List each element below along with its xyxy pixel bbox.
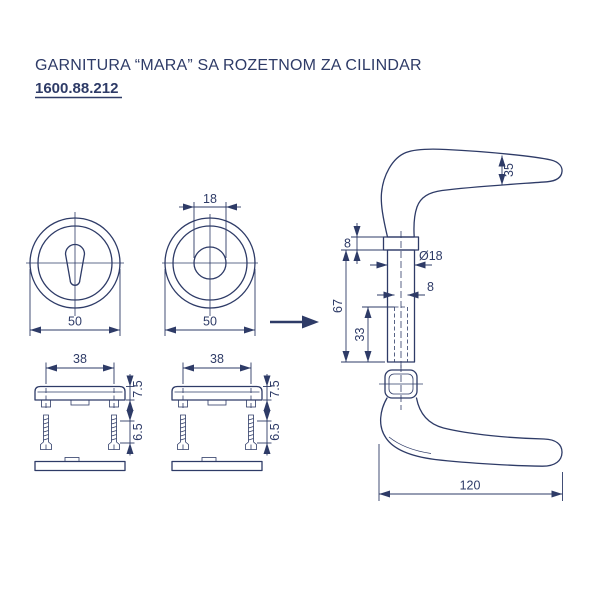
rosette-side-graphics-2 (172, 363, 272, 471)
dim-rosette1-width-50: 50 (29, 269, 121, 336)
rosette-side-view-1: 38 7.5 6.5 (35, 352, 145, 471)
title-block: GARNITURA “MARA” SA ROZETNOM ZA CILINDAR… (35, 57, 422, 99)
dim-hole-18: 18 (179, 192, 241, 258)
dim-label-7-5-right: 7.5 (268, 380, 282, 397)
dim-label-50: 50 (68, 315, 82, 329)
dim-label-35: 35 (502, 163, 516, 177)
dim-label-8-spindle: 8 (427, 280, 434, 294)
dim-label-33: 33 (353, 328, 367, 342)
dim-label-120: 120 (460, 479, 481, 493)
handle-side-view: 35 8 Ø18 8 67 33 (331, 148, 563, 371)
drawing-title: GARNITURA “MARA” SA ROZETNOM ZA CILINDAR (35, 57, 422, 74)
rosette-side-graphics-1 (35, 363, 135, 471)
handle-side-outline (380, 148, 563, 371)
rosette-side-view-2: 38 7.5 6.5 (172, 352, 282, 471)
euro-cylinder-keyhole (64, 243, 86, 286)
dim-label-d18: Ø18 (419, 249, 443, 263)
handle-top-outline (379, 365, 563, 467)
rosette-hole-front-view: 18 50 (162, 192, 258, 336)
dim-label-7-5-left: 7.5 (131, 380, 145, 397)
dim-stem-length-67: 67 (331, 249, 385, 363)
dim-stem-diameter-18: Ø18 (370, 249, 443, 269)
dim-label-8-rose: 8 (344, 237, 351, 251)
dim-label-6-5-left: 6.5 (131, 423, 145, 440)
dim-label-50b: 50 (203, 315, 217, 329)
dim-label-38-right: 38 (210, 352, 224, 366)
rosette-cylinder-outline (26, 212, 124, 316)
dim-spindle-depth-33: 33 (353, 306, 395, 362)
assembly-arrow-icon (270, 315, 319, 329)
dim-label-67: 67 (331, 299, 345, 313)
dim-grip-height-35: 35 (498, 155, 516, 185)
dim-label-6-5-right: 6.5 (268, 423, 282, 440)
handle-top-view: 120 (378, 365, 563, 501)
dim-label-38-left: 38 (73, 352, 87, 366)
dim-spindle-8: 8 (377, 280, 434, 299)
dim-rose-thickness-8: 8 (341, 223, 383, 264)
dim-rosette2-width-50: 50 (164, 269, 256, 336)
dim-label-18: 18 (203, 192, 217, 206)
article-number: 1600.88.212 (35, 80, 118, 97)
dim-handle-length-120: 120 (378, 444, 563, 501)
rosette-cylinder-front-view: 50 (26, 212, 124, 336)
rosette-hole-outline (162, 214, 258, 316)
